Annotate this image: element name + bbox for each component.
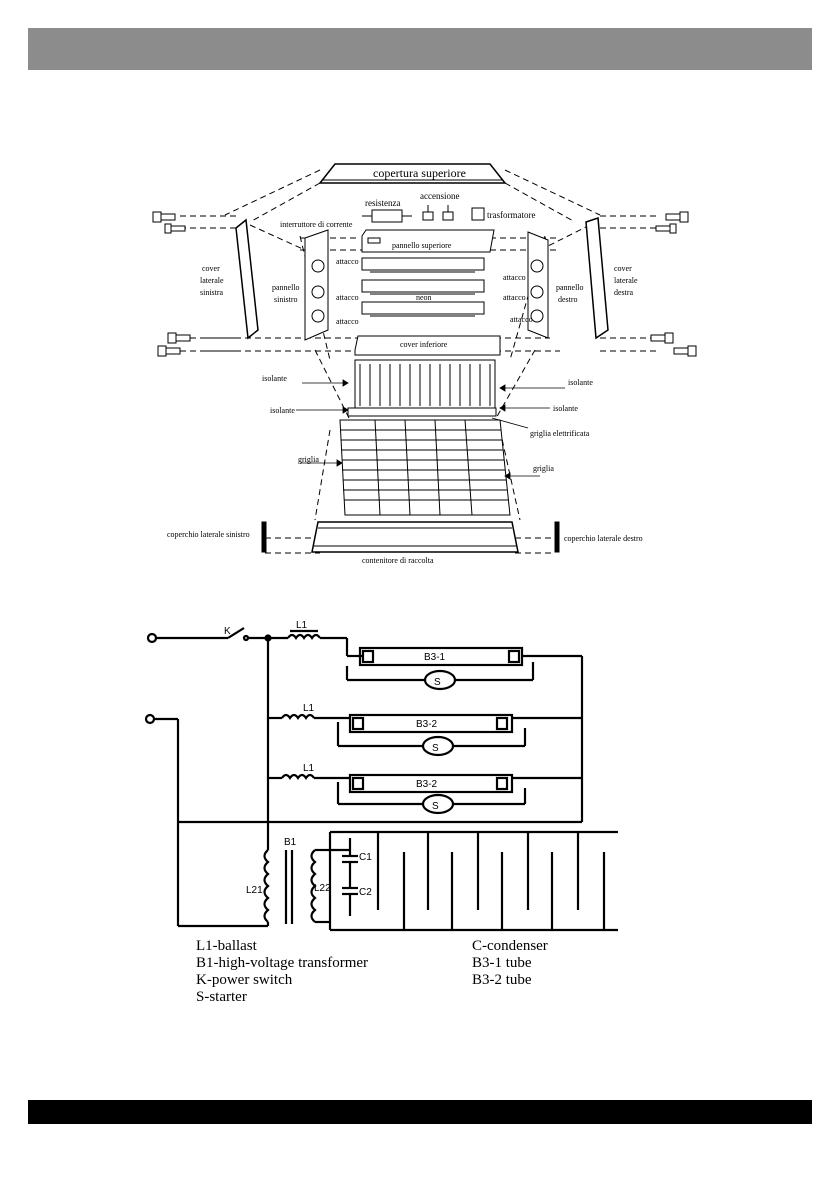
legend-item: S-starter — [196, 989, 247, 1005]
legend-item: C-condenser — [472, 938, 548, 954]
bottom-cover — [354, 335, 501, 356]
label-insulator-left-2: isolante — [270, 406, 295, 415]
starter-icon: S — [432, 743, 439, 754]
label-right-side-lid: coperchio laterale destro — [564, 534, 643, 543]
label-ballast-1: L1 — [296, 620, 308, 631]
label-neon: neon — [416, 293, 432, 302]
legend-item: L1-ballast — [196, 938, 257, 954]
label-socket: attacco — [336, 317, 359, 326]
wiring-schematic — [144, 627, 618, 932]
label-insulator-right-2: isolante — [553, 404, 578, 413]
label-electrified-grid: griglia elettrificata — [530, 429, 590, 438]
label-top-panel: pannello superiore — [392, 241, 452, 250]
left-panel — [304, 229, 329, 341]
label-right-panel-1: pannello — [556, 283, 584, 292]
label-resistor: resistenza — [365, 198, 400, 208]
label-left-cover-1: cover — [202, 264, 220, 273]
label-right-cover-1: cover — [614, 264, 632, 273]
label-left-cover-2: laterale — [200, 276, 224, 285]
label-right-cover-2: laterale — [614, 276, 638, 285]
label-transformer: trasformatore — [487, 210, 535, 220]
label-tube-2: B3-2 — [416, 719, 438, 730]
starter-icon: S — [432, 801, 439, 812]
top-cover — [318, 163, 507, 184]
label-transformer: B1 — [284, 837, 297, 848]
starter-icon: S — [434, 677, 441, 688]
label-power-switch: interruttore di corrente — [280, 220, 353, 229]
label-cap-2: C2 — [359, 887, 372, 898]
label-socket: attacco — [503, 273, 526, 282]
label-coil-secondary: L22 — [314, 883, 331, 894]
outer-grid — [339, 419, 511, 516]
label-collector: contenitore di raccolta — [362, 556, 434, 565]
label-cap-1: C1 — [359, 852, 372, 863]
legend-item: B3-1 tube — [472, 955, 532, 971]
legend-left: L1-ballast B1-high-voltage transformer K… — [196, 938, 368, 1006]
label-left-cover-3: sinistra — [200, 288, 224, 297]
left-side-cover — [235, 218, 259, 340]
label-bottom-cover: cover inferiore — [400, 340, 448, 349]
label-right-panel-2: destro — [558, 295, 578, 304]
label-coil-primary: L21 — [246, 885, 263, 896]
label-socket: attacco — [510, 315, 533, 324]
label-tube-1: B3-1 — [424, 652, 446, 663]
label-top-cover: copertura superiore — [373, 166, 466, 180]
label-socket: attacco — [336, 293, 359, 302]
legend-item: K-power switch — [196, 972, 293, 988]
label-ballast-3: L1 — [303, 763, 315, 774]
label-socket: attacco — [503, 293, 526, 302]
label-grid-right: griglia — [533, 464, 554, 473]
footer-bar — [28, 1100, 812, 1124]
label-insulator-right-1: isolante — [568, 378, 593, 387]
label-switch: K — [224, 626, 231, 637]
collection-tray — [311, 521, 519, 553]
legend-item: B1-high-voltage transformer — [196, 955, 369, 971]
legend-item: B3-2 tube — [472, 972, 532, 988]
right-side-cover — [585, 216, 609, 340]
label-left-panel-1: pannello — [272, 283, 300, 292]
label-insulator-left-1: isolante — [262, 374, 287, 383]
top-panel — [361, 229, 495, 253]
label-socket: attacco — [336, 257, 359, 266]
label-left-panel-2: sinistro — [274, 295, 298, 304]
label-ignition: accensione — [420, 191, 459, 201]
label-tube-3: B3-2 — [416, 779, 438, 790]
legend-right: C-condenser B3-1 tube B3-2 tube — [472, 938, 548, 989]
label-ballast-2: L1 — [303, 703, 315, 714]
label-left-side-lid: coperchio laterale sinistro — [167, 530, 250, 539]
label-right-cover-3: destra — [614, 288, 634, 297]
header-bar — [28, 28, 812, 70]
label-grid-left: griglia — [298, 455, 319, 464]
